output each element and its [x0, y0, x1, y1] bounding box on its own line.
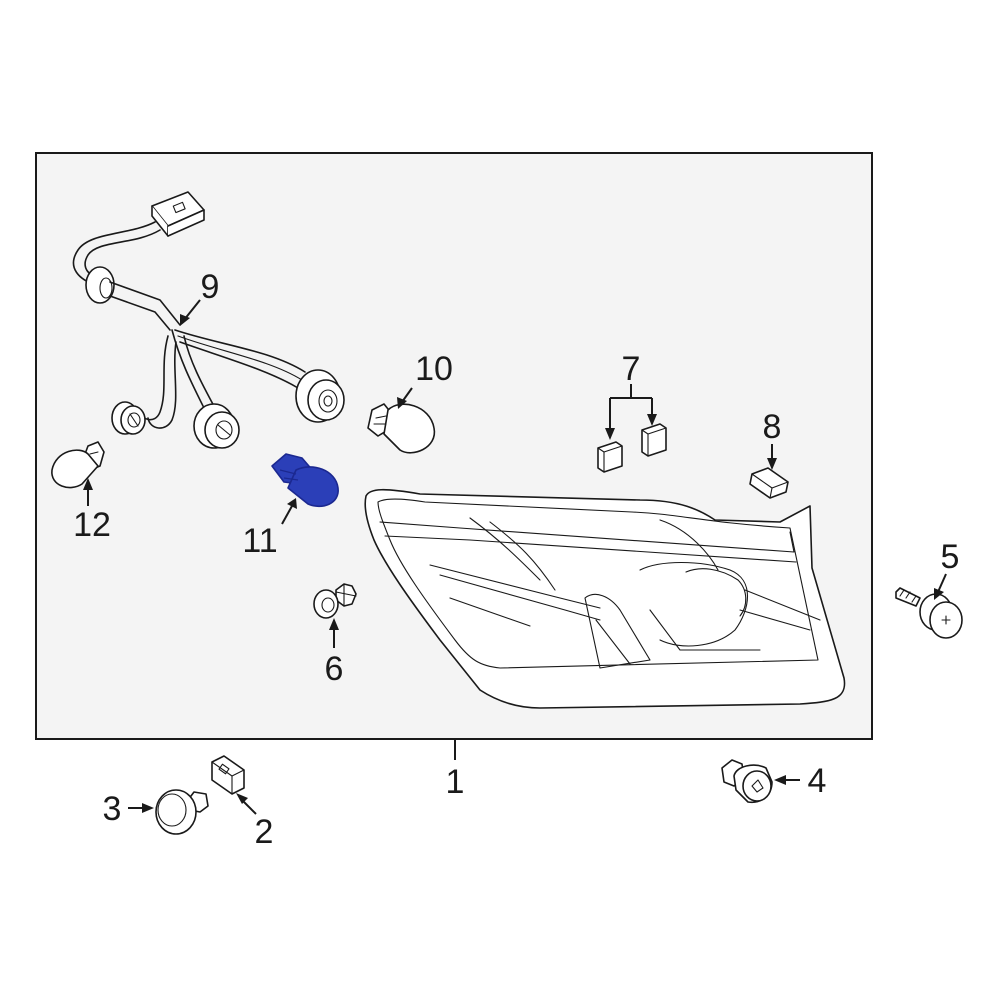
screw[interactable] — [895, 587, 963, 639]
callout-6: 6 — [325, 650, 344, 688]
tail-lamp-housing[interactable] — [364, 488, 846, 709]
callout-7: 7 — [622, 350, 641, 388]
retainer-nut[interactable] — [721, 759, 773, 804]
callout-12: 12 — [73, 506, 111, 544]
callout-3: 3 — [103, 790, 122, 828]
push-pin[interactable] — [155, 789, 209, 835]
callout-9: 9 — [201, 268, 220, 306]
callout-4: 4 — [808, 762, 827, 800]
clip-square[interactable] — [211, 755, 245, 795]
callout-2: 2 — [255, 813, 274, 851]
callout-1: 1 — [446, 763, 465, 801]
callout-10: 10 — [415, 350, 453, 388]
pad-single[interactable] — [749, 467, 789, 499]
wedge-bulb-upper[interactable] — [367, 403, 435, 454]
callout-8: 8 — [763, 408, 782, 446]
callout-5: 5 — [941, 538, 960, 576]
callout-leaders — [83, 299, 947, 815]
callout-11: 11 — [242, 522, 277, 560]
push-clip-panel[interactable] — [313, 583, 357, 619]
pads[interactable] — [597, 423, 667, 473]
wedge-bulb-left[interactable] — [51, 441, 105, 489]
wiring-harness[interactable] — [72, 191, 345, 449]
wedge-bulb-highlighted[interactable] — [271, 453, 339, 508]
